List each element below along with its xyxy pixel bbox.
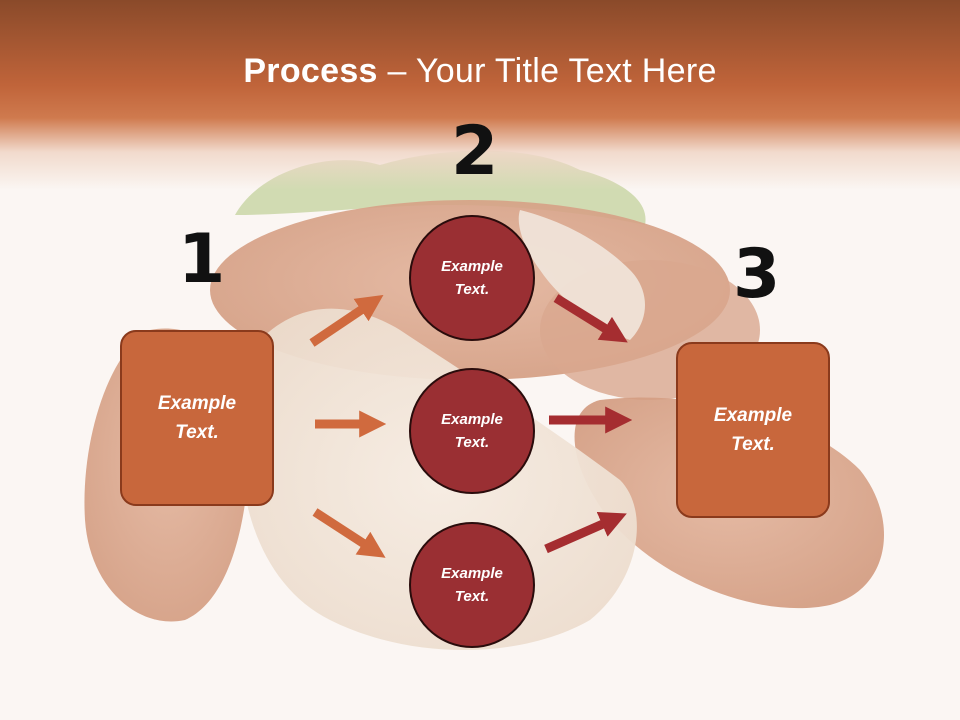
- right-box-line-1: Example: [713, 405, 793, 426]
- circle-bottom-line-2: Text.: [454, 588, 490, 605]
- circle-top-line-1: Example: [441, 258, 503, 275]
- arrow-to-bottom-circle: [312, 508, 386, 558]
- circle-top-line-2: Text.: [454, 281, 490, 298]
- title-rest-text: – Your Title Text Here: [377, 52, 717, 90]
- arrow-from-top-circle: [553, 294, 628, 343]
- circle-bottom[interactable]: Example Text.: [409, 522, 535, 648]
- circle-bottom-line-1: Example: [441, 565, 503, 582]
- right-box-line-2: Text.: [731, 434, 775, 455]
- right-box[interactable]: Example Text.: [676, 342, 830, 518]
- circle-middle-line-1: Example: [441, 411, 503, 428]
- title-banner: [0, 0, 960, 190]
- left-box[interactable]: Example Text.: [120, 330, 274, 506]
- arrow-from-bottom-circle: [544, 511, 627, 554]
- circle-top[interactable]: Example Text.: [409, 215, 535, 341]
- slide-title: Process – Your Title Text Here: [0, 52, 960, 91]
- step-number-2: 2: [451, 112, 499, 191]
- circle-middle[interactable]: Example Text.: [409, 368, 535, 494]
- step-number-3: 3: [733, 235, 781, 314]
- arrow-to-top-circle: [309, 294, 384, 347]
- left-box-line-2: Text.: [175, 422, 219, 443]
- circle-middle-line-2: Text.: [454, 434, 490, 451]
- left-box-line-1: Example: [157, 393, 237, 414]
- step-number-1: 1: [178, 220, 226, 299]
- title-bold-text: Process: [243, 52, 378, 90]
